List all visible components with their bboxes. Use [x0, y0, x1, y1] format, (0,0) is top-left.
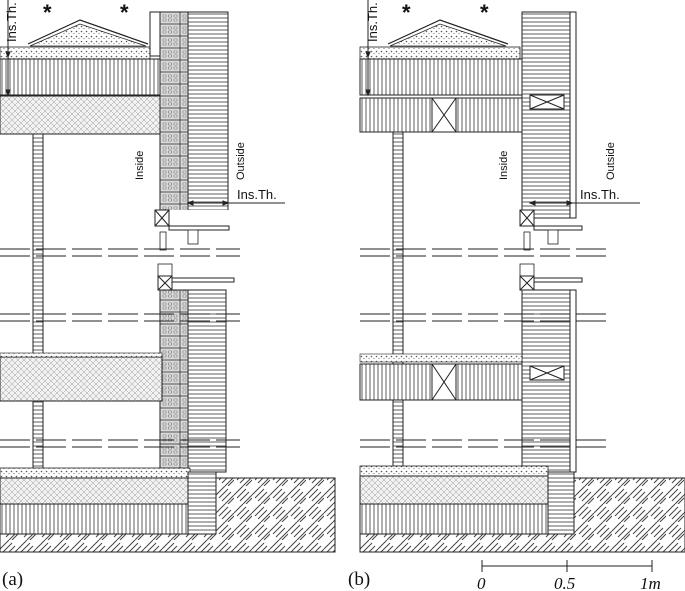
- foundation-b: [359, 503, 549, 535]
- scale-tick-1m: 1m: [640, 574, 661, 591]
- roof-gravel-b: [359, 46, 521, 60]
- roof-insulation-b: [359, 58, 526, 96]
- roof-ridge-b: [387, 19, 509, 45]
- inside-label-b: Inside: [498, 151, 510, 180]
- scale-tick-05: 0.5: [554, 574, 575, 591]
- inside-label-a: Inside: [134, 151, 146, 180]
- ins-th-label-b: Ins.Th.: [580, 187, 620, 202]
- roof-ridge-a: [27, 19, 149, 45]
- roof-insulation-a: [0, 58, 166, 96]
- roof-insulation-dimension-b: [365, 0, 371, 97]
- break-lines-a: [0, 248, 240, 448]
- scale-bar: [481, 560, 653, 572]
- panel-a: [0, 0, 336, 553]
- clt-wall-lower-b: [521, 289, 571, 473]
- block-wall-lower-a: [159, 289, 189, 473]
- panel-label-b: (b): [348, 569, 370, 590]
- outside-label-a: Outside: [235, 142, 247, 180]
- roof-ins-label-a: Ins.Th.: [4, 2, 19, 42]
- roof-marker-a1: *: [43, 0, 52, 25]
- insulation-dimension-b: [528, 200, 640, 206]
- roof-marker-a2: *: [120, 0, 129, 25]
- ground-slab-a: [0, 467, 191, 479]
- break-lines-b: [360, 248, 610, 448]
- roof-marker-b1: *: [402, 0, 411, 25]
- insulation-dimension-a: [186, 200, 285, 206]
- scale-tick-0: 0: [477, 574, 486, 591]
- outside-label-b: Outside: [605, 142, 617, 180]
- interior-column-b: [392, 131, 404, 475]
- roof-slab-a: [0, 95, 176, 135]
- ins-th-label-a: Ins.Th.: [237, 187, 277, 202]
- external-cladding-upper-a: [187, 11, 229, 219]
- roof-gravel-a: [0, 46, 151, 60]
- ground-slab-b: [359, 465, 549, 477]
- interior-column-a: [32, 133, 44, 475]
- roof-ins-label-b: Ins.Th.: [365, 2, 380, 42]
- panel-label-a: (a): [2, 569, 23, 590]
- ground-b: [359, 477, 685, 553]
- ground-a: [0, 477, 336, 553]
- panel-b: [359, 0, 685, 553]
- roof-marker-b2: *: [480, 0, 489, 25]
- block-wall-upper-a: [159, 11, 189, 219]
- roof-insulation-dimension-a: [5, 0, 11, 97]
- foundation-a: [0, 503, 191, 535]
- clt-wall-upper-b: [521, 11, 571, 219]
- floor-slab-a: [0, 356, 163, 402]
- external-cladding-lower-a: [187, 289, 227, 473]
